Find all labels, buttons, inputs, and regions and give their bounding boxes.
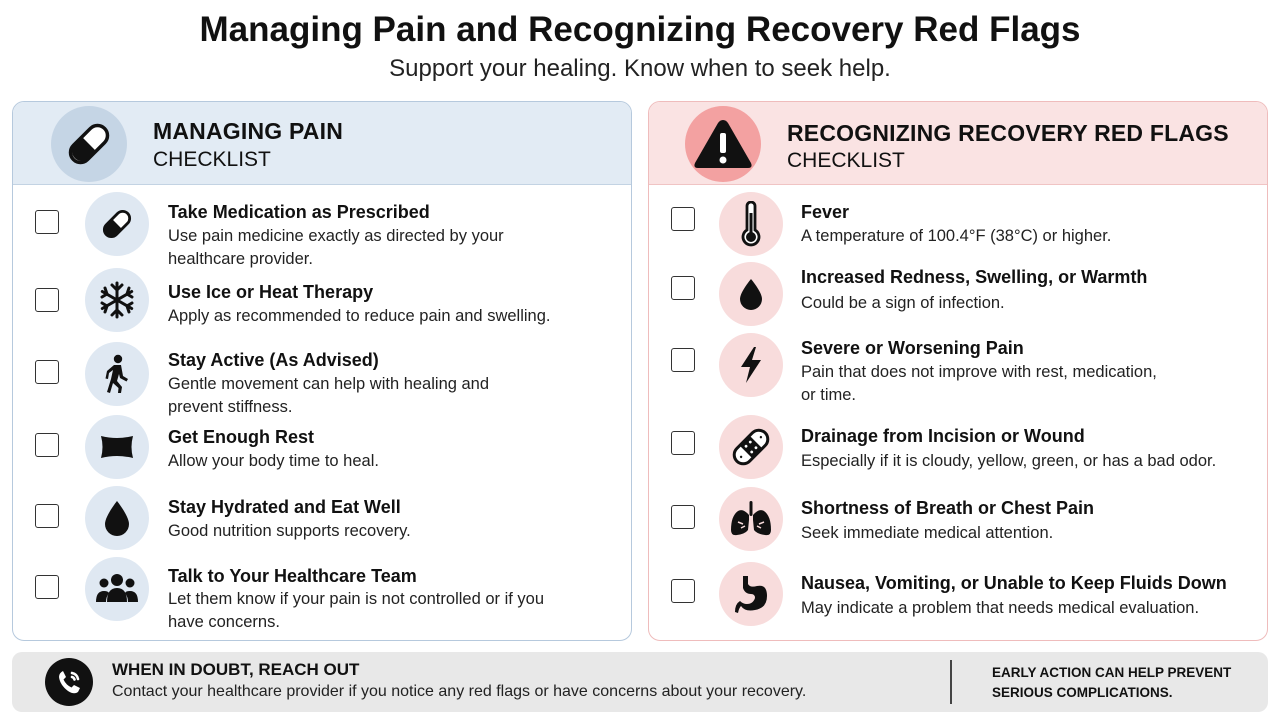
desc-line: or time. bbox=[801, 386, 857, 404]
stomach-icon bbox=[719, 562, 783, 626]
checkbox[interactable] bbox=[671, 505, 695, 529]
item-title: Talk to Your Healthcare Team bbox=[168, 566, 417, 586]
footer-divider bbox=[950, 660, 952, 704]
item-title: Severe or Worsening Pain bbox=[801, 338, 1024, 358]
desc-line: healthcare provider. bbox=[168, 250, 313, 268]
managing-pain-title: MANAGING PAIN bbox=[153, 118, 344, 144]
desc-line: Pain that does not improve with rest, me… bbox=[801, 363, 1157, 381]
checkbox[interactable] bbox=[671, 276, 695, 300]
item-description: Seek immediate medical attention. bbox=[801, 522, 1053, 545]
walking-person-icon bbox=[85, 342, 149, 406]
desc-line: prevent stiffness. bbox=[168, 398, 293, 416]
lightning-bolt-icon bbox=[719, 333, 783, 397]
checkbox[interactable] bbox=[671, 348, 695, 372]
item-title: Get Enough Rest bbox=[168, 427, 315, 447]
red-flags-subtitle: CHECKLIST bbox=[787, 149, 905, 172]
checkbox[interactable] bbox=[35, 360, 59, 384]
item-description: Good nutrition supports recovery. bbox=[168, 520, 411, 543]
desc-line: Gentle movement can help with healing an… bbox=[168, 375, 490, 393]
item-title: Increased Redness, Swelling, or Warmth bbox=[801, 267, 1148, 287]
desc-line: Could be a sign of infection. bbox=[801, 294, 1005, 312]
footer-note-line: SERIOUS COMPLICATIONS. bbox=[992, 685, 1173, 700]
item-title: Use Ice or Heat Therapy bbox=[168, 282, 374, 302]
footer-title: WHEN IN DOUBT, REACH OUT bbox=[112, 660, 360, 679]
checkbox[interactable] bbox=[671, 207, 695, 231]
page-subtitle: Support your healing. Know when to seek … bbox=[389, 55, 891, 82]
checkbox[interactable] bbox=[35, 575, 59, 599]
item-description: Allow your body time to heal. bbox=[168, 450, 379, 473]
item-title: Stay Active (As Advised) bbox=[168, 350, 379, 370]
red-flags-title: RECOGNIZING RECOVERY RED FLAGS bbox=[787, 120, 1229, 146]
item-description: Apply as recommended to reduce pain and … bbox=[168, 305, 550, 328]
footer-note: EARLY ACTION CAN HELP PREVENT SERIOUS CO… bbox=[992, 663, 1252, 703]
managing-pain-subtitle: CHECKLIST bbox=[153, 148, 271, 171]
people-group-icon bbox=[85, 557, 149, 621]
item-description: Pain that does not improve with rest, me… bbox=[801, 361, 1157, 407]
warning-triangle-icon bbox=[685, 106, 761, 182]
checkbox[interactable] bbox=[671, 579, 695, 603]
checkbox[interactable] bbox=[35, 288, 59, 312]
pill-icon bbox=[51, 106, 127, 182]
managing-pain-header: MANAGING PAIN CHECKLIST bbox=[13, 102, 631, 185]
desc-line: Seek immediate medical attention. bbox=[801, 524, 1054, 542]
desc-line: Apply as recommended to reduce pain and … bbox=[168, 307, 551, 325]
desc-line: May indicate a problem that needs medica… bbox=[801, 599, 1200, 617]
lungs-icon bbox=[719, 487, 783, 551]
desc-line: Good nutrition supports recovery. bbox=[168, 522, 411, 540]
page-title: Managing Pain and Recognizing Recovery R… bbox=[199, 10, 1081, 49]
item-description: A temperature of 100.4°F (38°C) or highe… bbox=[801, 225, 1111, 248]
bandage-icon bbox=[719, 415, 783, 479]
checkbox[interactable] bbox=[35, 504, 59, 528]
red-flags-header: RECOGNIZING RECOVERY RED FLAGS CHECKLIST bbox=[649, 102, 1267, 185]
item-title: Fever bbox=[801, 202, 850, 222]
water-drop-icon bbox=[85, 486, 149, 550]
item-description: May indicate a problem that needs medica… bbox=[801, 597, 1199, 620]
footer-banner: WHEN IN DOUBT, REACH OUT Contact your he… bbox=[12, 652, 1268, 712]
item-title: Nausea, Vomiting, or Unable to Keep Flui… bbox=[801, 573, 1227, 593]
item-title: Shortness of Breath or Chest Pain bbox=[801, 498, 1095, 518]
desc-line: Let them know if your pain is not contro… bbox=[168, 590, 545, 608]
item-description: Could be a sign of infection. bbox=[801, 292, 1005, 315]
item-description: Use pain medicine exactly as directed by… bbox=[168, 225, 504, 271]
checkbox[interactable] bbox=[671, 431, 695, 455]
checkbox[interactable] bbox=[35, 210, 59, 234]
desc-line: Use pain medicine exactly as directed by… bbox=[168, 227, 504, 245]
snowflake-icon bbox=[85, 268, 149, 332]
phone-icon bbox=[45, 658, 93, 706]
item-title: Stay Hydrated and Eat Well bbox=[168, 497, 401, 517]
red-flags-panel: RECOGNIZING RECOVERY RED FLAGS CHECKLIST… bbox=[648, 101, 1268, 641]
desc-line: have concerns. bbox=[168, 613, 280, 631]
desc-line: A temperature of 100.4°F (38°C) or highe… bbox=[801, 227, 1112, 245]
item-title: Drainage from Incision or Wound bbox=[801, 426, 1085, 446]
desc-line: Allow your body time to heal. bbox=[168, 452, 379, 470]
pillow-icon bbox=[85, 415, 149, 479]
pill-icon bbox=[85, 192, 149, 256]
item-title: Take Medication as Prescribed bbox=[168, 202, 430, 222]
thermometer-icon bbox=[719, 192, 783, 256]
drop-icon bbox=[719, 262, 783, 326]
item-description: Especially if it is cloudy, yellow, gree… bbox=[801, 450, 1216, 473]
item-description: Gentle movement can help with healing an… bbox=[168, 373, 489, 419]
managing-pain-panel: MANAGING PAIN CHECKLIST Take Medication … bbox=[12, 101, 632, 641]
item-description: Let them know if your pain is not contro… bbox=[168, 588, 544, 634]
footer-text: Contact your healthcare provider if you … bbox=[112, 683, 807, 700]
desc-line: Especially if it is cloudy, yellow, gree… bbox=[801, 452, 1217, 470]
checkbox[interactable] bbox=[35, 433, 59, 457]
footer-note-line: EARLY ACTION CAN HELP PREVENT bbox=[992, 665, 1232, 680]
